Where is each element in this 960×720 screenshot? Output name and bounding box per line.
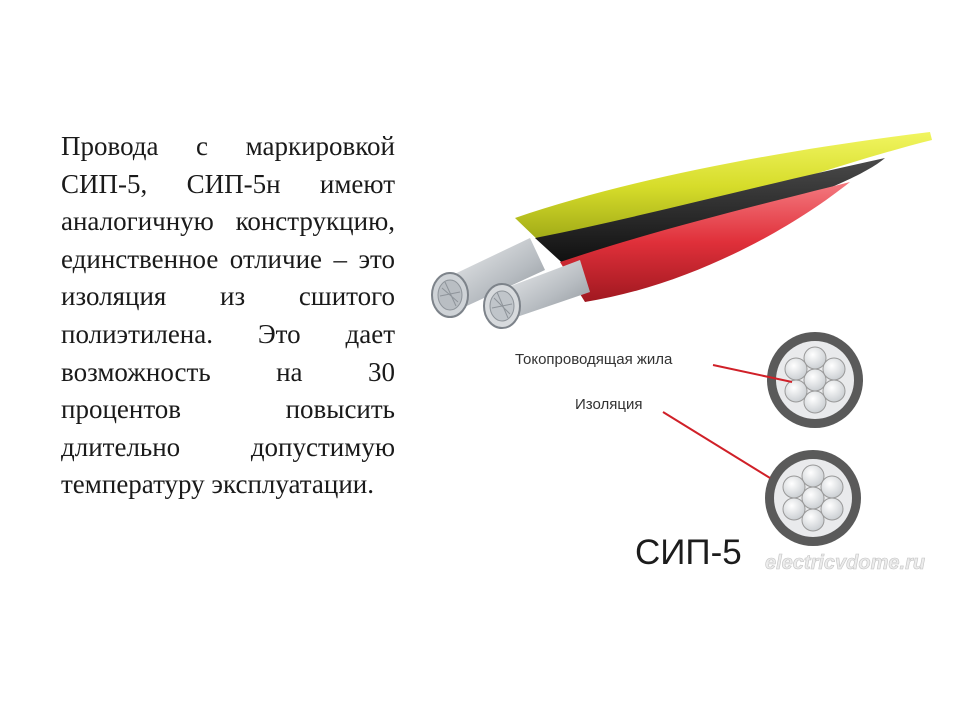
yellow-wire — [515, 132, 932, 242]
red-wire — [560, 182, 850, 302]
pointer-insulation — [662, 411, 771, 479]
watermark: electricvdome.ru — [765, 552, 926, 575]
cross-section-bottom — [765, 450, 861, 546]
label-cable-type: СИП-5 — [635, 533, 742, 572]
cross-section-top — [767, 332, 863, 428]
cable-figure: Токопроводящая жила Изоляция СИП-5 elect… — [420, 120, 960, 600]
pointer-core — [712, 364, 793, 383]
black-wire — [535, 158, 885, 270]
body-text: Провода с маркировкой СИП-5, СИП-5н имею… — [61, 131, 395, 500]
cable-illustration — [431, 132, 932, 546]
label-insulation: Изоляция — [575, 396, 643, 413]
label-conductor: Токопроводящая жила — [515, 351, 673, 368]
conductor-left — [431, 238, 545, 318]
conductor-right — [483, 260, 590, 329]
